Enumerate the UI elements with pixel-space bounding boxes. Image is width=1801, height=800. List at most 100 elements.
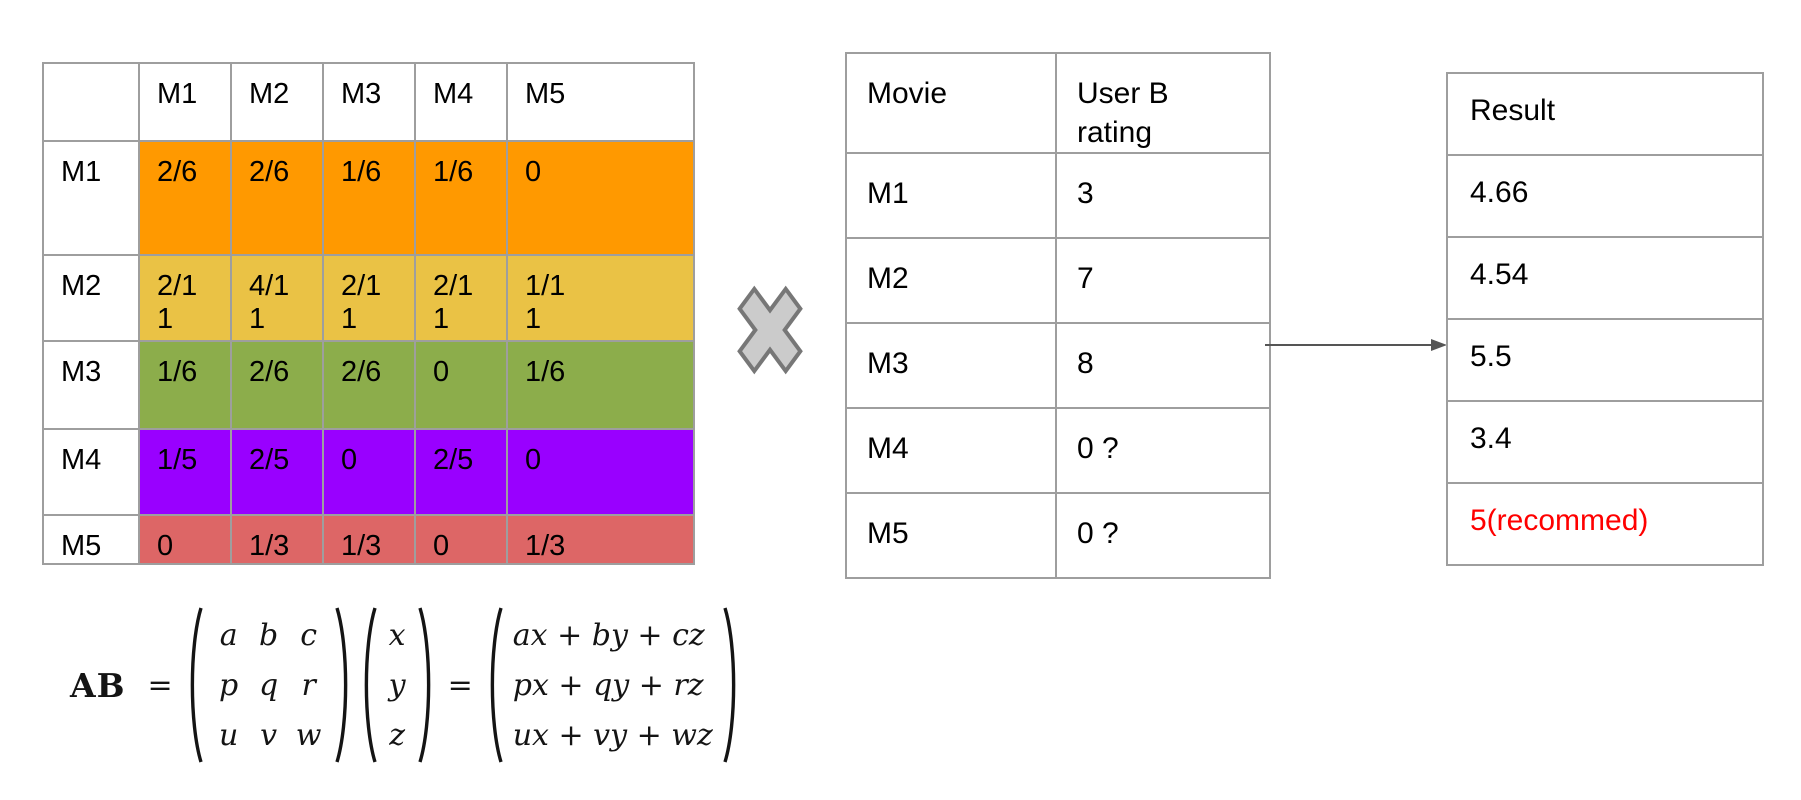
left-paren-icon [490,607,503,763]
matrix-cell-value: 1/5 [157,444,198,476]
movie-cell: M5 [845,492,1057,579]
matrix-cell-value: 2/6 [341,356,382,388]
vector-b-entry: x [388,617,406,653]
matrix-cell-value: 1/6 [433,156,474,188]
matrix-cell-value: 2/11 [341,270,382,336]
matrix-cell: 2/6 [322,340,416,430]
right-arrow-icon [1265,339,1447,351]
matrix-a-entry: q [259,667,279,703]
matrix-cell-value: 0 [433,356,450,388]
col-header-m5: M5 [506,62,695,142]
matrix-cell-value: 0 [433,530,450,562]
corner-cell [42,62,140,142]
result-value-cell: 5.5 [1446,318,1764,402]
result-vector-entry: px + qy + rz [512,667,704,703]
matrix-cell-value: 1/6 [157,356,198,388]
matrix-cell: 1/3 [506,513,695,566]
movie-cell: M2 [845,237,1057,324]
result-value-cell: 4.66 [1446,154,1764,238]
matrix-cell: 2/6 [230,340,324,430]
result-row: 4.66 [1446,154,1764,238]
rating-cell: 0 ? [1055,407,1271,494]
matrix-a-entry: b [259,617,279,653]
matrix-cell-value: 2/6 [249,356,290,388]
right-paren-icon [723,607,736,763]
matrix-cell: 1/5 [138,428,232,516]
left-paren-icon [364,607,377,763]
matrix-row: M4 1/5 2/5 0 2/5 0 [42,428,695,516]
matrix-cell-value: 1/3 [249,530,290,562]
left-paren-icon [190,607,203,763]
matrix-cell-value: 2/5 [249,444,290,476]
matrix-cell: 0 [138,513,232,566]
matrix-a-entry: p [219,667,239,703]
matrix-cell: 2/5 [414,428,508,516]
matrix-cell-value: 1/6 [341,156,382,188]
movie-cell: M4 [845,407,1057,494]
result-value-cell: 5(recommed) [1446,482,1764,566]
matrix-cell: 1/3 [322,513,416,566]
ratings-col-header: User B rating [1055,52,1271,154]
matrix-a-entry: v [260,717,278,753]
result-value-cell: 3.4 [1446,400,1764,484]
matrix-cell: 2/11 [414,254,508,342]
matrix-cell-value: 1/6 [525,356,566,388]
result-vector: ax + by + cz px + qy + rz ux + vy + wz [505,610,721,760]
matrix-a-entry: u [218,717,239,753]
movie-cell: M1 [845,152,1057,239]
matrix-cell-value: 2/11 [157,270,198,336]
row-label-m3: M3 [42,340,140,430]
matrix-row: M3 1/6 2/6 2/6 0 1/6 [42,340,695,430]
matrix-cell: 1/3 [230,513,324,566]
matrix-cell-value: 2/6 [249,156,290,188]
result-row: 5(recommed) [1446,482,1764,566]
matrix-cell-value: 0 [341,444,358,476]
matrix-cell: 1/6 [138,340,232,430]
matrix-cell: 0 [506,428,695,516]
result-row: 5.5 [1446,318,1764,402]
matrix-cell-value: 1/11 [525,270,566,336]
matrix-cell: 1/6 [506,340,695,430]
matrix-cell-value: 1/3 [341,530,382,562]
matrix-cell: 2/11 [322,254,416,342]
col-header-m3: M3 [322,62,416,142]
result-header: Result [1446,72,1764,156]
matrix-cell-value: 0 [525,444,542,476]
result-vector-entry: ux + vy + wz [512,717,713,753]
vector-b-entry: y [388,667,406,703]
row-label-m5: M5 [42,513,140,566]
matrix-cell-value: 4/11 [249,270,290,336]
formula-equals-1: = [147,667,173,703]
matrix-cell: 4/11 [230,254,324,342]
matrix-cell: 0 [322,428,416,516]
matrix-a-entry: a [219,617,238,653]
rating-cell: 3 [1055,152,1271,239]
ratings-col-header: Movie [845,52,1057,154]
matrix-cell: 0 [506,140,695,256]
matrix-cell: 0 [414,513,508,566]
row-label-m4: M4 [42,428,140,516]
rating-cell: 0 ? [1055,492,1271,579]
formula-lhs: AB [70,665,126,705]
result-row: 3.4 [1446,400,1764,484]
result-row: 4.54 [1446,236,1764,320]
matrix-cell: 1/6 [414,140,508,256]
matrix-cell: 2/11 [138,254,232,342]
result-vector-entry: ax + by + cz [512,617,705,653]
matrix-cell-value: 2/11 [433,270,474,336]
result-value-cell: 4.54 [1446,236,1764,320]
matrix-cell-value: 2/5 [433,444,474,476]
